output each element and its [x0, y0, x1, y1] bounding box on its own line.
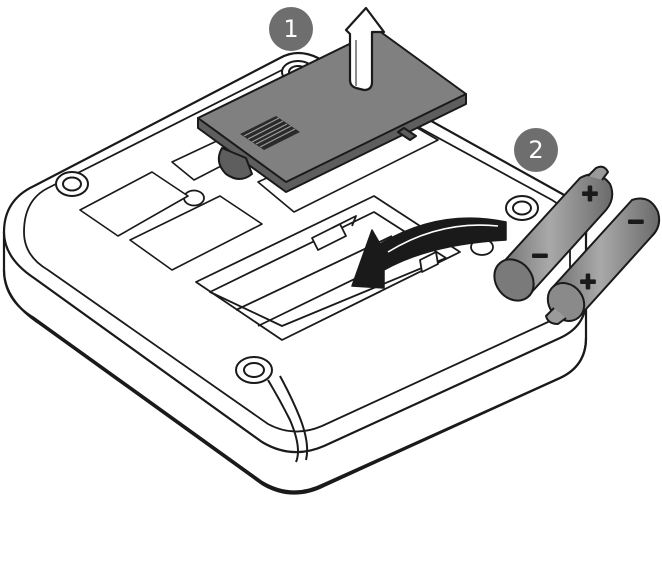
curved-insert-arrow-icon — [351, 217, 507, 289]
step-2-badge: 2 — [514, 128, 558, 172]
battery-2-top-sign: − — [627, 210, 645, 235]
step-1-number: 1 — [283, 15, 298, 43]
step-2-number: 2 — [528, 136, 543, 164]
rubber-foot — [55, 171, 89, 197]
rubber-foot — [235, 356, 273, 384]
step-1-badge: 1 — [269, 7, 313, 51]
battery-cover — [197, 29, 467, 193]
label-recesses — [79, 117, 439, 271]
label-recess — [129, 195, 263, 271]
battery-1-top-sign: + — [581, 182, 599, 207]
rubber-foot — [505, 195, 539, 221]
cable — [267, 379, 299, 463]
battery-2: − + — [545, 197, 661, 325]
battery-1-bottom-sign: − — [531, 244, 549, 269]
screw-hole — [183, 189, 205, 207]
battery-2-bottom-sign: + — [579, 270, 597, 295]
device-bottom-edge — [2, 269, 588, 495]
label-recess — [79, 171, 189, 237]
battery-compartment — [195, 195, 461, 341]
battery-1: + − — [493, 165, 614, 302]
rubber-feet — [55, 60, 539, 384]
